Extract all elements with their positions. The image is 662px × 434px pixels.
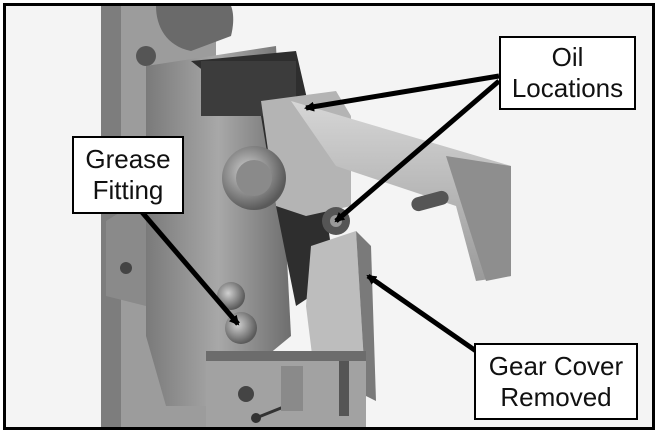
gear-cover-line1: Gear Cover: [488, 350, 624, 381]
gear-cover-line2: Removed: [500, 381, 612, 412]
oil-arrow-1: [304, 73, 500, 112]
grease-arrow: [139, 209, 240, 326]
oil-locations-callout: Oil Locations: [499, 36, 636, 110]
arm-slot: [411, 190, 449, 212]
gear-cover-arrow: [366, 273, 478, 354]
oil-locations-line2: Locations: [511, 73, 624, 103]
grease-fitting-line1: Grease: [85, 144, 171, 175]
left-bracket: [106, 196, 146, 306]
oil-locations-line1: Oil: [551, 42, 584, 73]
grease-fitting-callout: Grease Fitting: [72, 136, 184, 214]
grease-fitting-line2: Fitting: [92, 175, 164, 205]
lower-bolt-1: [217, 282, 245, 310]
lever-arm: [291, 101, 511, 281]
machine-photo: [101, 6, 511, 427]
gear-cover-removed-callout: Gear Cover Removed: [474, 343, 638, 420]
photo-frame: Oil Locations Grease Fitting Gear Cover …: [3, 3, 655, 430]
oil-arrow-2: [334, 79, 501, 223]
top-link: [156, 6, 234, 51]
